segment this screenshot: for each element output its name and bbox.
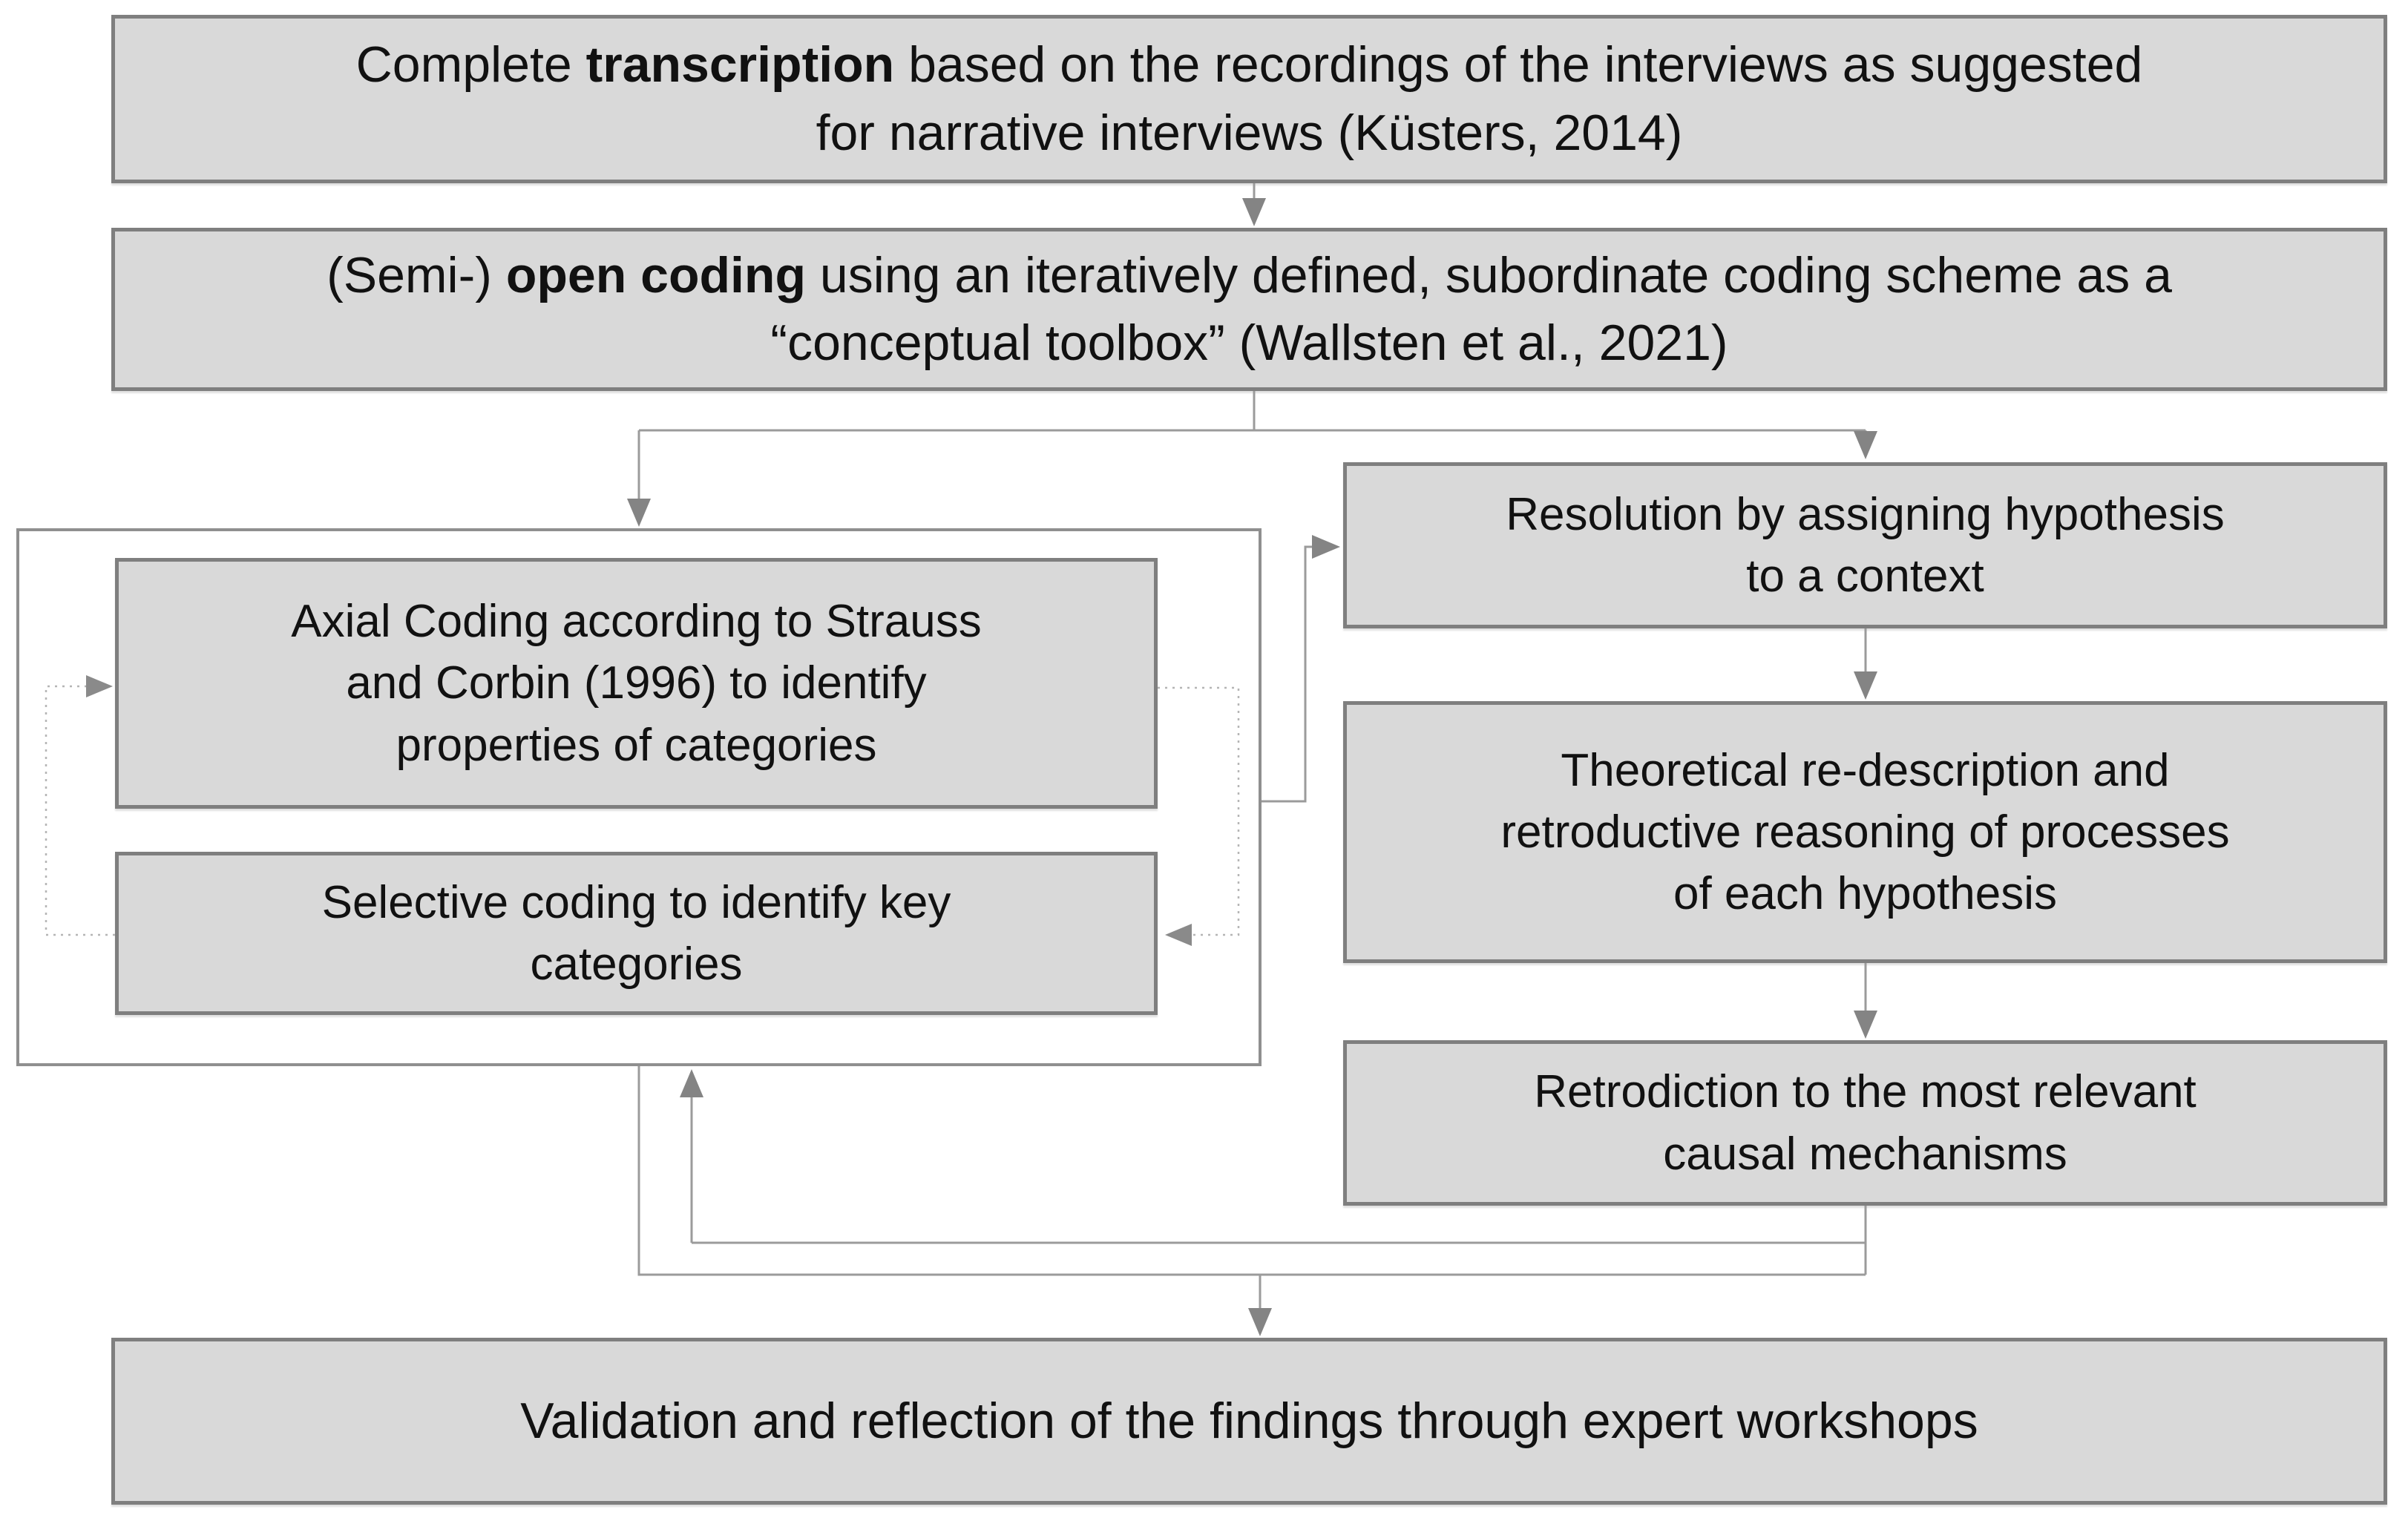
arrowhead-down-icon	[1242, 198, 1266, 226]
node-validation-text: Validation and reflection of the finding…	[520, 1387, 1978, 1455]
text-line: “conceptual toolbox” (Wallsten et al., 2…	[770, 315, 1728, 371]
text-line: Complete transcription based on the reco…	[355, 36, 2143, 93]
text-line: to a context	[1746, 551, 1984, 602]
text-line: properties of categories	[396, 719, 877, 771]
connector-codingloop-to-resolution	[1262, 545, 1313, 803]
node-resolution: Resolution by assigning hypothesis to a c…	[1343, 462, 2387, 628]
text-line: Retrodiction to the most relevant	[1534, 1066, 2197, 1118]
text-line: categories	[530, 939, 743, 990]
text-line: Resolution by assigning hypothesis	[1506, 488, 2225, 540]
text-line: for narrative interviews (Küsters, 2014)	[816, 104, 1683, 161]
arrowhead-down-icon	[1854, 671, 1877, 700]
text-line: Selective coding to identify key	[321, 876, 951, 928]
text-line: Axial Coding according to Strauss	[291, 596, 982, 648]
node-transcription: Complete transcription based on the reco…	[111, 15, 2387, 183]
arrowhead-down-icon	[1854, 1011, 1877, 1039]
node-transcription-text: Complete transcription based on the reco…	[356, 31, 2143, 166]
node-axial-coding-text: Axial Coding according to Strauss and Cor…	[291, 591, 981, 775]
text-line: (Semi-) open coding using an iteratively…	[327, 246, 2172, 303]
node-retrodiction: Retrodiction to the most relevant causal …	[1343, 1040, 2387, 1206]
text-line: retroductive reasoning of processes	[1500, 806, 2230, 858]
node-retrodiction-text: Retrodiction to the most relevant causal …	[1534, 1061, 2197, 1184]
node-open-coding: (Semi-) open coding using an iteratively…	[111, 228, 2387, 391]
arrowhead-down-icon	[627, 499, 651, 527]
node-resolution-text: Resolution by assigning hypothesis to a c…	[1506, 484, 2224, 607]
arrowhead-down-icon	[1854, 431, 1877, 459]
text-line: Theoretical re-description and	[1561, 744, 2170, 796]
node-open-coding-text: (Semi-) open coding using an iteratively…	[327, 242, 2172, 377]
node-validation: Validation and reflection of the finding…	[111, 1338, 2387, 1505]
node-selective-coding-text: Selective coding to identify key categori…	[322, 872, 951, 995]
arrowhead-up-icon	[680, 1069, 703, 1097]
text-line: and Corbin (1996) to identify	[346, 657, 927, 709]
text-line: causal mechanisms	[1663, 1128, 2067, 1180]
node-theoretical-redescription: Theoretical re-description and retroducti…	[1343, 701, 2387, 963]
text-line: Validation and reflection of the finding…	[520, 1392, 1978, 1449]
node-axial-coding: Axial Coding according to Strauss and Cor…	[115, 558, 1158, 809]
node-selective-coding: Selective coding to identify key categori…	[115, 852, 1158, 1015]
node-theoretical-redescription-text: Theoretical re-description and retroducti…	[1500, 740, 2229, 924]
arrowhead-down-icon	[1248, 1308, 1272, 1336]
arrowhead-right-icon	[1312, 535, 1340, 559]
text-line: of each hypothesis	[1673, 868, 2057, 920]
